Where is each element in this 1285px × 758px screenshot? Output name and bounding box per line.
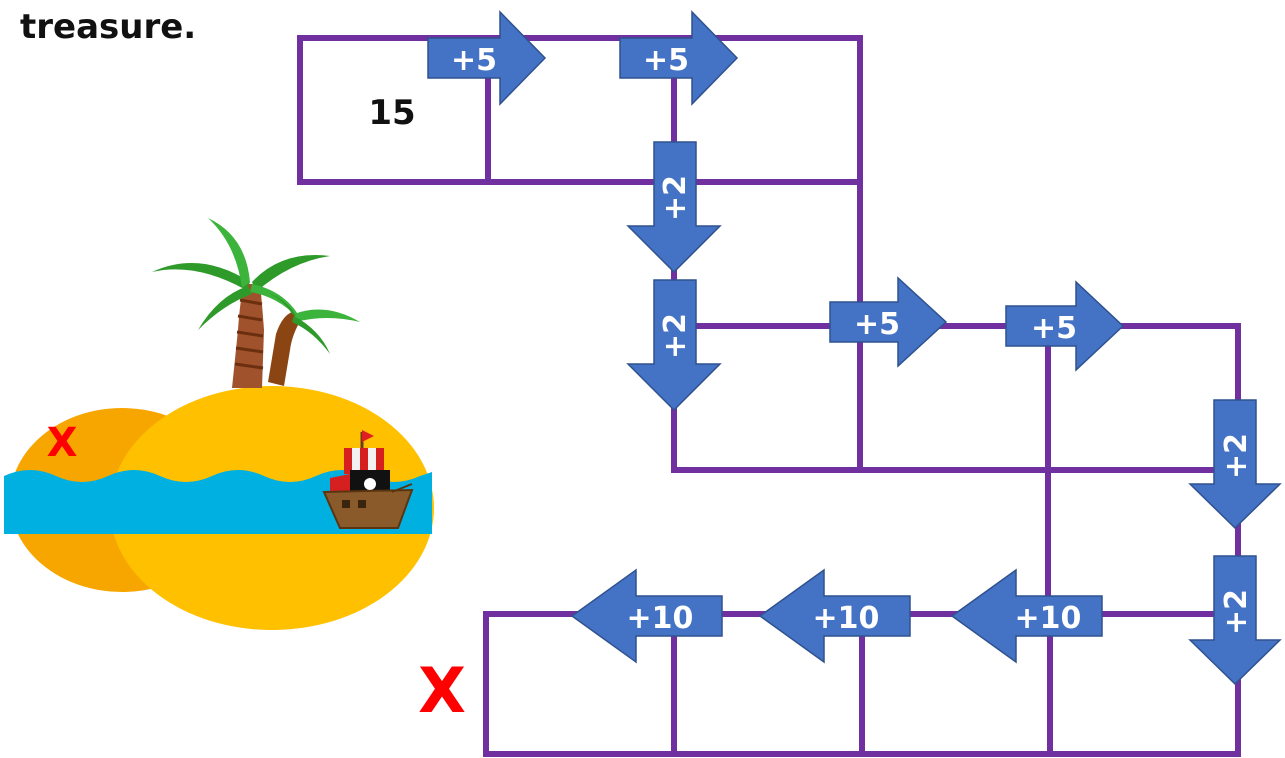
island-x-mark: X: [47, 420, 78, 466]
arrow-right-2: +5: [619, 10, 739, 106]
arrow-right-3: +5: [829, 276, 948, 368]
arrow-label: +5: [1031, 311, 1077, 346]
arrow-label: +5: [643, 43, 689, 78]
arrow-left-3: +10: [570, 568, 723, 664]
arrow-label: +2: [658, 313, 693, 359]
start-number: 15: [368, 93, 415, 133]
grid-cell-top-3: [671, 35, 863, 185]
arrow-label: +10: [627, 601, 694, 636]
arrow-label: +10: [813, 601, 880, 636]
palm-tree-icon: [152, 218, 360, 388]
sea: [4, 470, 432, 534]
arrow-down-1: +2: [626, 141, 722, 274]
pirate-ship-icon: [322, 430, 414, 529]
arrow-right-4: +5: [1005, 280, 1125, 372]
arrow-down-3: +2: [1188, 399, 1282, 530]
arrow-label: +2: [1219, 433, 1254, 479]
arrow-right-1: +5: [427, 10, 547, 106]
arrow-label: +5: [854, 307, 900, 342]
arrow-down-2: +2: [626, 279, 722, 412]
grid: [297, 35, 1241, 757]
arrow-label: +5: [451, 43, 497, 78]
arrow-label: +2: [658, 175, 693, 221]
island-icon: X: [4, 386, 434, 630]
treasure-x-mark: X: [418, 654, 466, 727]
arrow-label: +10: [1015, 601, 1082, 636]
arrow-down-4: +2: [1188, 555, 1282, 686]
instructions-heading: treasure.: [20, 7, 197, 47]
arrow-left-2: +10: [758, 568, 911, 664]
arrow-left-1: +10: [950, 568, 1103, 664]
arrow-label: +2: [1219, 589, 1254, 635]
